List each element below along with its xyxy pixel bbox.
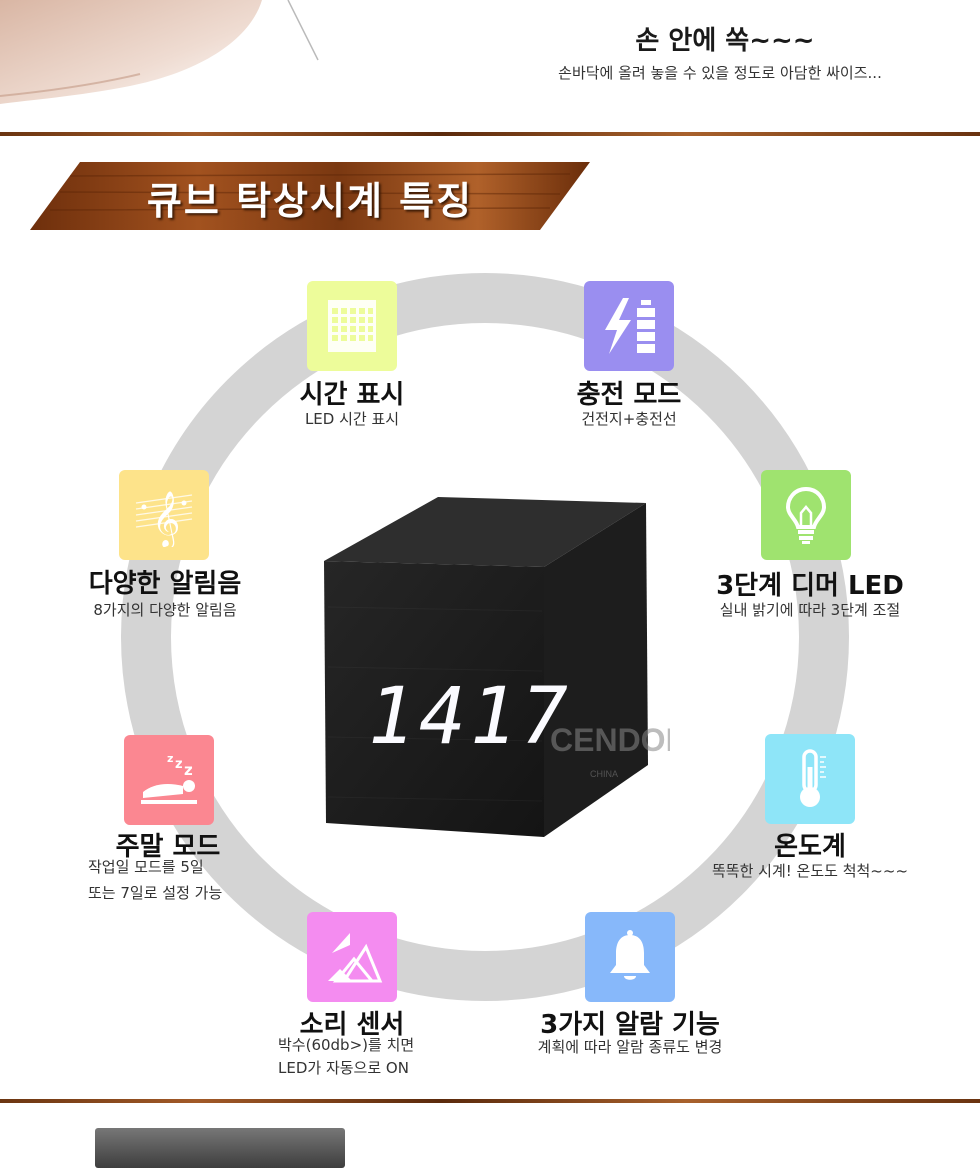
feature-melody-icon-box: 𝄞 — [119, 470, 209, 560]
feature-dimmer-title: 3단계 디머 LED — [716, 571, 904, 601]
banner-title: 큐브 탁상시계 특징 — [146, 179, 474, 223]
feature-sound-title: 소리 센서 — [299, 1010, 405, 1040]
feature-temperature-icon-box — [765, 734, 855, 824]
feature-weekend-desc-2: 또는 7일로 설정 가능 — [88, 884, 223, 902]
feature-sound-desc-2: LED가 자동으로 ON — [278, 1059, 409, 1077]
feature-time-title: 시간 표시 — [299, 380, 405, 410]
next-section-product-image — [95, 1128, 345, 1168]
feature-sound-desc-1: 박수(60db>)를 치면 — [278, 1036, 415, 1054]
feature-alarm-desc: 계획에 따라 알람 종류도 변경 — [537, 1038, 723, 1056]
sound-sensor-icon — [328, 933, 383, 983]
feature-ring — [121, 273, 849, 1001]
top-subtitle: 손바닥에 올려 놓을 수 있을 정도로 아담한 싸이즈... — [558, 64, 882, 82]
cendor-watermark: CENDOR — [550, 722, 670, 758]
feature-charge-desc: 건전지+충전선 — [581, 410, 677, 428]
feature-weekend-title: 주말 모드 — [115, 832, 221, 862]
feature-temperature-tile — [765, 734, 855, 824]
svg-text:z: z — [175, 757, 183, 772]
hand-photo — [0, 0, 319, 104]
svg-text:𝄞: 𝄞 — [152, 491, 180, 547]
feature-dimmer-icon-box — [761, 470, 851, 560]
svg-text:z: z — [167, 752, 173, 765]
feature-charge-icon-box — [584, 281, 674, 371]
feature-sound-tile — [307, 912, 397, 1002]
feature-alarm-icon-box — [585, 912, 675, 1002]
feature-charge-tile — [584, 281, 674, 371]
watermark-sub: CHINA — [590, 769, 618, 779]
section-banner — [30, 162, 590, 230]
feature-time-desc: LED 시간 표시 — [304, 410, 400, 428]
wood-divider-top — [0, 132, 980, 136]
feature-sound-icon-box — [307, 912, 397, 1002]
feature-melody-tile: 𝄞 — [119, 470, 209, 560]
feature-melody-desc: 8가지의 다양한 알림음 — [93, 601, 237, 619]
clock-time-display: 1417 — [368, 672, 572, 762]
charging-battery-icon — [605, 298, 655, 354]
music-note-icon: 𝄞 — [135, 491, 193, 547]
feature-alarm-title: 3가지 알람 기능 — [540, 1010, 720, 1040]
light-bulb-icon — [785, 486, 827, 544]
top-title: 손 안에 쏙~~~ — [635, 26, 815, 56]
cube-clock-image: 1417 CENDOR CHINA — [324, 497, 670, 837]
feature-weekend-tile: z z z — [124, 735, 214, 825]
thermometer-icon — [800, 749, 826, 807]
feature-charge-title: 충전 모드 — [576, 380, 682, 410]
wood-divider-bottom — [0, 1099, 980, 1103]
sleeping-person-icon: z z z — [141, 752, 197, 804]
feature-temperature-desc: 똑똑한 시계! 온도도 척척~~~ — [711, 862, 909, 880]
feature-time-tile — [307, 281, 397, 371]
feature-time-icon-box — [307, 281, 397, 371]
feature-temperature-title: 온도계 — [774, 832, 846, 862]
bell-icon — [610, 930, 650, 980]
feature-dimmer-desc: 실내 밝기에 따라 3단계 조절 — [719, 601, 901, 619]
svg-text:z: z — [184, 761, 193, 779]
feature-dimmer-tile — [761, 470, 851, 560]
feature-melody-title: 다양한 알림음 — [88, 569, 242, 599]
calendar-icon — [328, 300, 376, 352]
feature-weekend-desc-1: 작업일 모드를 5일 — [88, 858, 204, 876]
feature-alarm-tile — [585, 912, 675, 1002]
feature-weekend-icon-box: z z z — [124, 735, 214, 825]
